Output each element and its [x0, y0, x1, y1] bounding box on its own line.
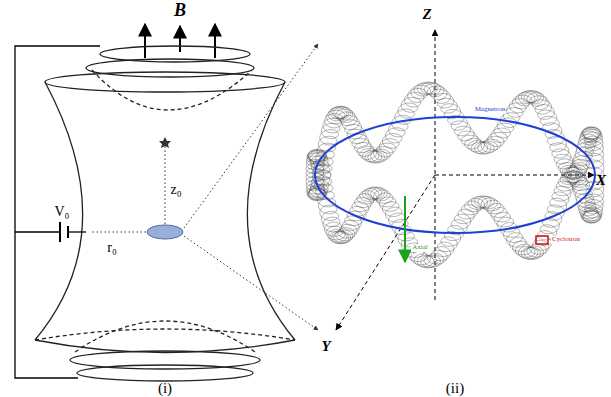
- ion-cloud: [147, 225, 183, 239]
- wiring: [15, 46, 100, 378]
- cyclotron-mark: [536, 236, 548, 244]
- magnetron-orbit: [315, 117, 595, 233]
- radial-dimension: r₀: [106, 240, 118, 255]
- bottom-endcap: [70, 321, 260, 381]
- ion-trajectory: [306, 82, 604, 268]
- axial-arrow: [404, 196, 406, 262]
- motion-label: Axial: [411, 244, 429, 252]
- apex-mark: [159, 137, 171, 148]
- field-label: B: [173, 1, 187, 21]
- panel-label: (i): [157, 380, 173, 397]
- axial-dimension: z₀: [169, 182, 182, 197]
- field-arrows: [145, 24, 215, 58]
- top-endcap: [86, 46, 254, 110]
- axis-label: X: [595, 172, 607, 189]
- axis-label: Z: [421, 6, 432, 23]
- panel-label: (ii): [445, 380, 465, 397]
- trajectory-band: [306, 82, 604, 268]
- motion-label: Cyclotron: [551, 236, 581, 244]
- ring-electrode: [35, 72, 295, 353]
- voltage-label: V₀: [54, 204, 71, 219]
- axis-label: Y: [320, 338, 331, 355]
- motion-label: Magnetron: [474, 106, 507, 114]
- guides: [92, 44, 318, 330]
- axes: [336, 30, 594, 330]
